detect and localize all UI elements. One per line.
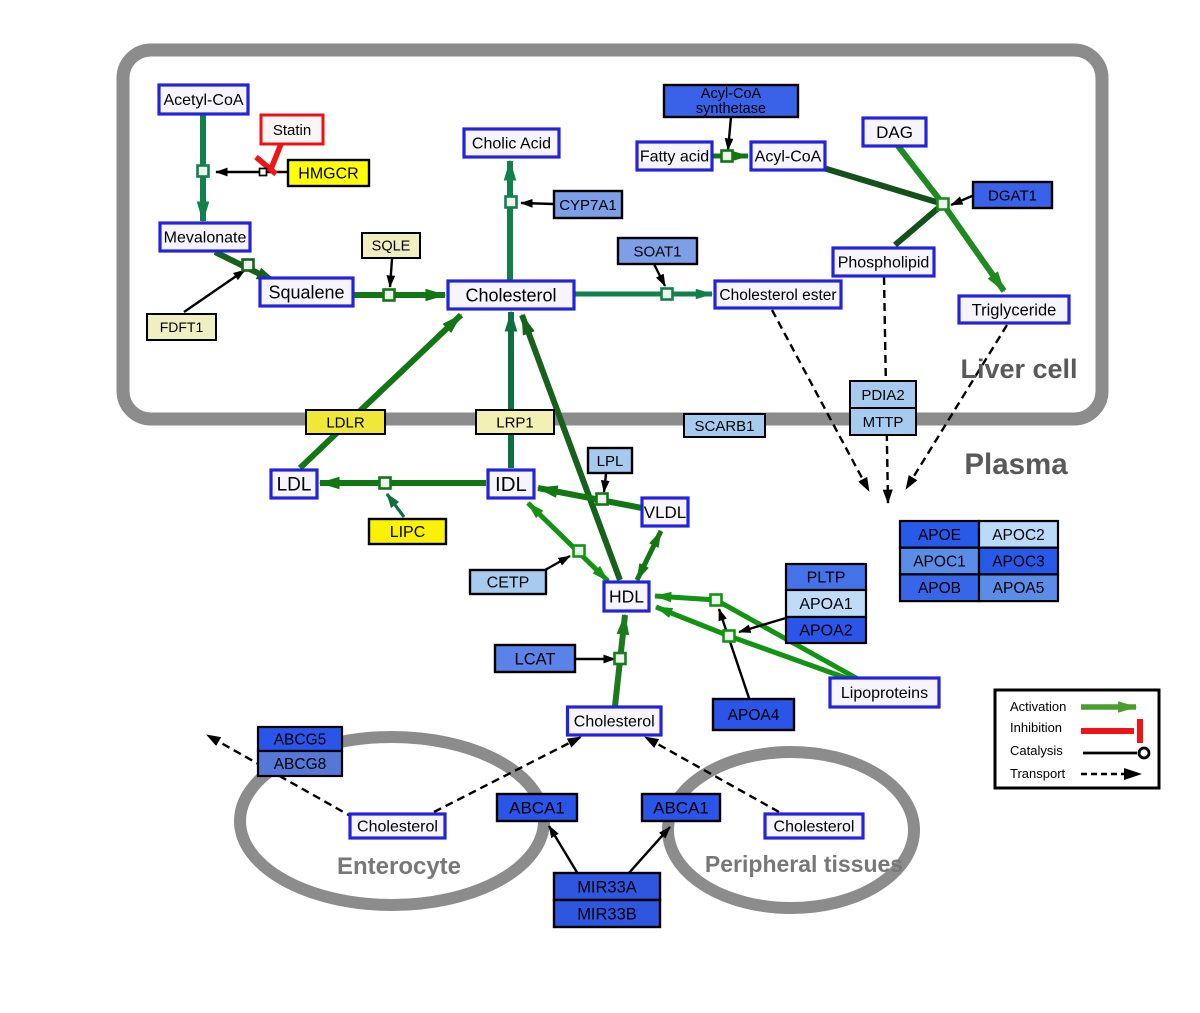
svg-text:DGAT1: DGAT1 — [988, 187, 1037, 204]
svg-text:Fatty acid: Fatty acid — [640, 149, 709, 166]
svg-text:Catalysis: Catalysis — [1010, 743, 1063, 758]
svg-text:APOA2: APOA2 — [799, 623, 852, 640]
svg-text:APOA5: APOA5 — [993, 580, 1045, 597]
svg-text:ABCA1: ABCA1 — [509, 798, 565, 817]
svg-text:DAG: DAG — [876, 123, 913, 142]
svg-text:APOB: APOB — [918, 580, 961, 597]
svg-text:APOC2: APOC2 — [992, 527, 1045, 544]
svg-text:Cholesterol ester: Cholesterol ester — [719, 287, 836, 304]
svg-text:SOAT1: SOAT1 — [633, 243, 681, 260]
svg-text:SQLE: SQLE — [372, 239, 411, 255]
svg-text:HMGCR: HMGCR — [298, 166, 358, 183]
svg-text:LDLR: LDLR — [326, 414, 365, 431]
svg-text:FDFT1: FDFT1 — [160, 319, 204, 335]
svg-text:LDL: LDL — [277, 475, 312, 496]
svg-text:Cholesterol: Cholesterol — [357, 819, 438, 836]
svg-text:APOC3: APOC3 — [992, 553, 1045, 570]
svg-text:MIR33A: MIR33A — [577, 878, 637, 896]
svg-text:Cholesterol: Cholesterol — [465, 285, 556, 305]
svg-text:Squalene: Squalene — [268, 282, 344, 302]
svg-text:LPL: LPL — [597, 453, 624, 470]
svg-text:synthetase: synthetase — [696, 101, 766, 117]
svg-text:APOA4: APOA4 — [728, 707, 780, 724]
svg-text:MIR33B: MIR33B — [577, 905, 637, 923]
svg-text:Mevalonate: Mevalonate — [164, 230, 247, 247]
svg-text:Liver cell: Liver cell — [960, 354, 1077, 384]
svg-text:Activation: Activation — [1010, 699, 1066, 714]
svg-text:LIPC: LIPC — [390, 524, 426, 541]
svg-text:Acetyl-CoA: Acetyl-CoA — [163, 92, 243, 109]
svg-text:ABCG5: ABCG5 — [274, 731, 327, 748]
svg-text:HDL: HDL — [609, 587, 644, 607]
svg-text:CYP7A1: CYP7A1 — [559, 197, 617, 214]
svg-text:APOC1: APOC1 — [913, 553, 966, 570]
svg-text:APOE: APOE — [918, 527, 961, 544]
svg-text:Lipoproteins: Lipoproteins — [841, 685, 928, 702]
svg-text:Triglyceride: Triglyceride — [972, 301, 1057, 319]
svg-text:Plasma: Plasma — [964, 448, 1068, 481]
svg-text:PLTP: PLTP — [807, 570, 846, 587]
svg-text:Acyl-CoA: Acyl-CoA — [701, 86, 762, 102]
svg-text:Phospholipid: Phospholipid — [838, 255, 930, 272]
svg-text:Cholic Acid: Cholic Acid — [472, 136, 551, 153]
svg-text:APOA1: APOA1 — [799, 596, 852, 613]
svg-text:Acyl-CoA: Acyl-CoA — [755, 149, 822, 166]
svg-text:IDL: IDL — [495, 473, 527, 496]
svg-text:MTTP: MTTP — [863, 414, 904, 431]
svg-text:Statin: Statin — [273, 122, 311, 139]
svg-text:LRP1: LRP1 — [496, 414, 534, 431]
svg-text:ABCA1: ABCA1 — [653, 798, 709, 817]
svg-text:PDIA2: PDIA2 — [861, 387, 904, 404]
svg-text:Inhibition: Inhibition — [1010, 720, 1062, 735]
svg-text:CETP: CETP — [487, 575, 530, 592]
svg-text:ABCG8: ABCG8 — [274, 756, 327, 773]
svg-text:Enterocyte: Enterocyte — [337, 853, 461, 880]
svg-text:SCARB1: SCARB1 — [694, 418, 754, 435]
svg-text:Peripheral tissues: Peripheral tissues — [705, 851, 903, 877]
svg-text:VLDL: VLDL — [644, 503, 687, 522]
svg-text:Transport: Transport — [1010, 766, 1066, 781]
svg-text:Cholesterol: Cholesterol — [774, 819, 855, 836]
svg-text:Cholesterol: Cholesterol — [574, 714, 655, 731]
svg-text:LCAT: LCAT — [515, 650, 556, 668]
